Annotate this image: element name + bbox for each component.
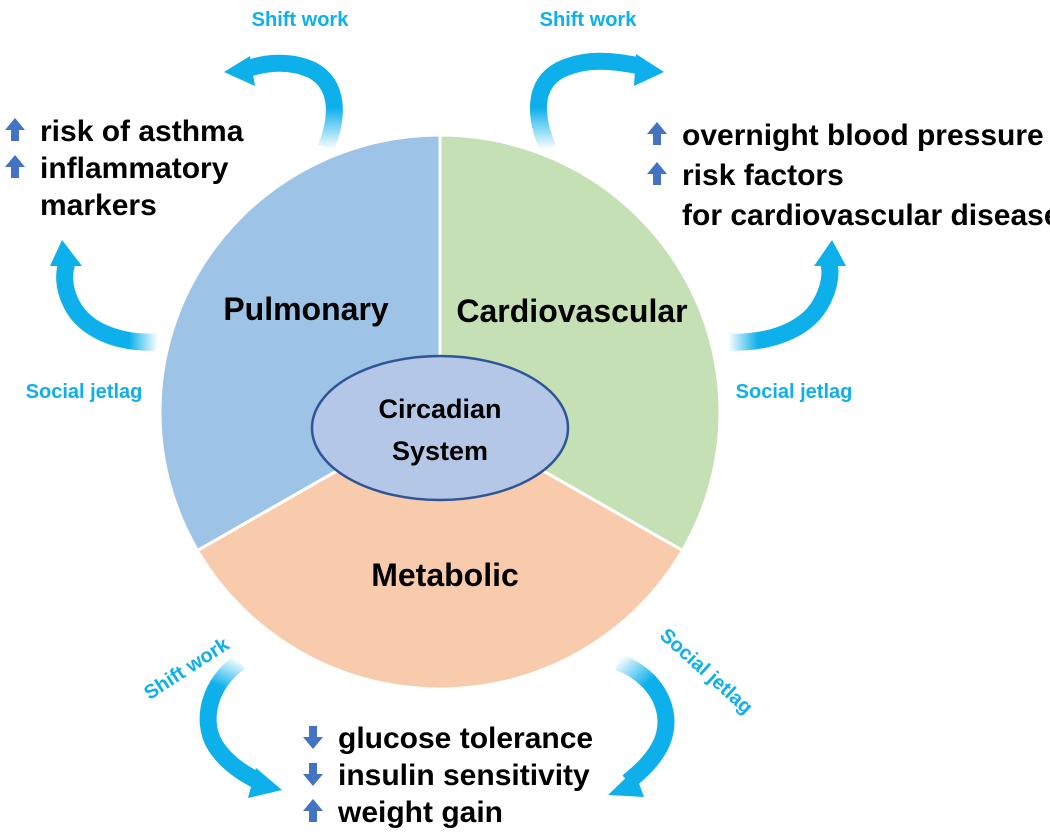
pulmonary-label: Pulmonary — [223, 291, 389, 327]
metabolic-effects: glucose tolerance insulin sensitivity weig… — [303, 722, 593, 829]
down-arrow-icon — [303, 763, 323, 786]
factor-shift-work-top-right: Shift work — [540, 9, 638, 31]
effect-text: risk factors — [682, 159, 844, 192]
effect-text: risk of asthma — [40, 115, 244, 148]
circadian-system-ellipse — [310, 354, 570, 502]
effect-text: inflammatory — [40, 152, 229, 185]
pulmonary-effects: risk of asthma inflammatory markers — [5, 115, 244, 222]
metabolic-label: Metabolic — [371, 557, 519, 593]
curved-arrow-icon — [608, 653, 675, 797]
up-arrow-icon — [303, 799, 323, 822]
up-arrow-icon — [5, 155, 25, 178]
curved-arrow-icon — [725, 240, 846, 351]
effect-text: overnight blood pressure — [682, 119, 1044, 152]
curved-arrow-icon — [530, 52, 664, 152]
factor-shift-work-top-left: Shift work — [252, 9, 350, 31]
metabolic-sector — [195, 410, 685, 691]
center-label-line2: System — [392, 436, 488, 466]
effect-text: markers — [40, 189, 157, 222]
curved-arrow-icon — [50, 240, 159, 351]
cardiovascular-label: Cardiovascular — [456, 293, 687, 329]
down-arrow-icon — [303, 726, 323, 749]
up-arrow-icon — [647, 162, 667, 185]
up-arrow-icon — [647, 122, 667, 145]
curved-arrow-icon — [224, 54, 343, 152]
cardiovascular-effects: overnight blood pressure risk factors for … — [647, 119, 1050, 232]
curved-arrow-icon — [199, 654, 282, 798]
effect-text: weight gain — [337, 796, 503, 829]
effect-text: insulin sensitivity — [338, 759, 590, 792]
effect-text: for cardiovascular disease — [682, 199, 1050, 232]
up-arrow-icon — [5, 118, 25, 141]
factor-social-jetlag-left: Social jetlag — [26, 381, 143, 403]
factor-social-jetlag-right: Social jetlag — [736, 381, 853, 403]
center-label-line1: Circadian — [378, 394, 501, 424]
effect-text: glucose tolerance — [338, 722, 593, 755]
